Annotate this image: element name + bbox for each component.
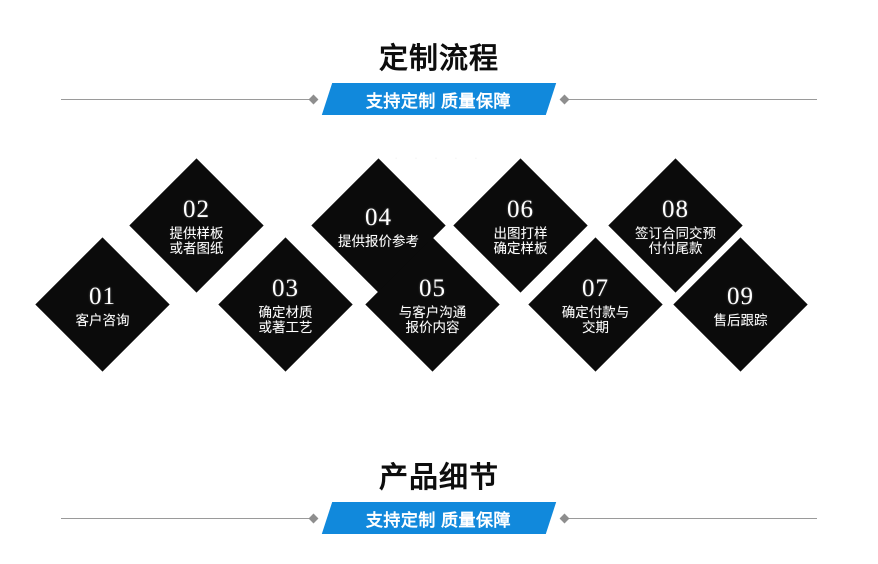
top-banner-text: 支持定制 质量保障 xyxy=(366,91,512,111)
flow-step-07-number: 07 xyxy=(582,274,609,302)
flow-step-06-content: 06 出图打样 确定样板 xyxy=(457,194,585,256)
flow-step-06-number: 06 xyxy=(507,195,534,223)
flow-step-02-line-2: 或者图纸 xyxy=(169,240,224,256)
flow-step-03[interactable]: 03 确定材质 或著工艺 xyxy=(218,237,353,372)
flow-step-07-content: 07 确定付款与 交期 xyxy=(532,273,660,335)
flow-step-04-content: 04 提供报价参考 xyxy=(315,202,443,248)
flow-step-09-content: 09 售后跟踪 xyxy=(677,281,805,327)
bottom-banner-text: 支持定制 质量保障 xyxy=(366,510,512,530)
flow-step-08-number: 08 xyxy=(662,195,689,223)
bottom-banner: 支持定制 质量保障 xyxy=(321,502,557,534)
flow-step-01-line-1: 客户咨询 xyxy=(75,311,130,327)
diamond-marker-icon xyxy=(308,513,319,523)
flow-step-01-number: 01 xyxy=(89,282,116,310)
left-rule-top xyxy=(61,94,319,104)
diamond-marker-icon xyxy=(559,513,570,523)
flow-step-06-line-2: 确定样板 xyxy=(493,240,548,256)
right-rule-bottom xyxy=(559,513,817,523)
top-section-title: 定制流程 xyxy=(378,43,499,75)
right-rule-top xyxy=(559,94,817,104)
flow-step-06-line-1: 出图打样 xyxy=(493,224,548,240)
flow-step-02-content: 02 提供样板 或者图纸 xyxy=(133,194,261,256)
flow-step-08-line-1: 签订合同交预 xyxy=(635,224,716,240)
flow-step-03-number: 03 xyxy=(272,274,299,302)
top-banner: 支持定制 质量保障 xyxy=(321,83,557,115)
flow-step-09-line-1: 售后跟踪 xyxy=(713,311,768,327)
bottom-section-title: 产品细节 xyxy=(378,462,499,494)
flow-step-09-number: 09 xyxy=(727,282,754,310)
flow-step-07-line-2: 交期 xyxy=(582,319,609,335)
flow-step-03-line-2: 或著工艺 xyxy=(258,319,313,335)
left-rule-bottom xyxy=(61,513,319,523)
flow-step-02[interactable]: 02 提供样板 或者图纸 xyxy=(129,158,264,293)
flow-step-02-number: 02 xyxy=(183,195,210,223)
flow-step-03-content: 03 确定材质 或著工艺 xyxy=(222,273,350,335)
flow-step-03-line-1: 确定材质 xyxy=(258,303,313,319)
flow-step-04-number: 04 xyxy=(365,203,392,231)
bottom-banner-row: 支持定制 质量保障 xyxy=(0,501,878,535)
flow-step-08-line-2: 付付尾款 xyxy=(648,240,703,256)
diamond-marker-icon xyxy=(308,94,319,104)
flow-step-01[interactable]: 01 客户咨询 xyxy=(35,237,170,372)
bottom-section-header: 产品细节 支持定制 质量保障 xyxy=(0,461,878,551)
diamond-marker-icon xyxy=(559,94,570,104)
flow-step-07-line-1: 确定付款与 xyxy=(561,303,630,319)
flow-step-08-content: 08 签订合同交预 付付尾款 xyxy=(612,194,740,256)
flow-step-02-line-1: 提供样板 xyxy=(169,224,224,240)
watermark-text: · · · · · xyxy=(393,150,485,165)
flow-step-05-number: 05 xyxy=(419,274,446,302)
flow-step-05-content: 05 与客户沟通 报价内容 xyxy=(369,273,497,335)
flow-step-01-content: 01 客户咨询 xyxy=(39,281,167,327)
top-banner-row: 支持定制 质量保障 xyxy=(0,82,878,116)
flow-step-05-line-1: 与客户沟通 xyxy=(398,303,467,319)
top-section-header: 定制流程 支持定制 质量保障 xyxy=(0,42,878,132)
flow-step-05-line-2: 报价内容 xyxy=(405,319,460,335)
